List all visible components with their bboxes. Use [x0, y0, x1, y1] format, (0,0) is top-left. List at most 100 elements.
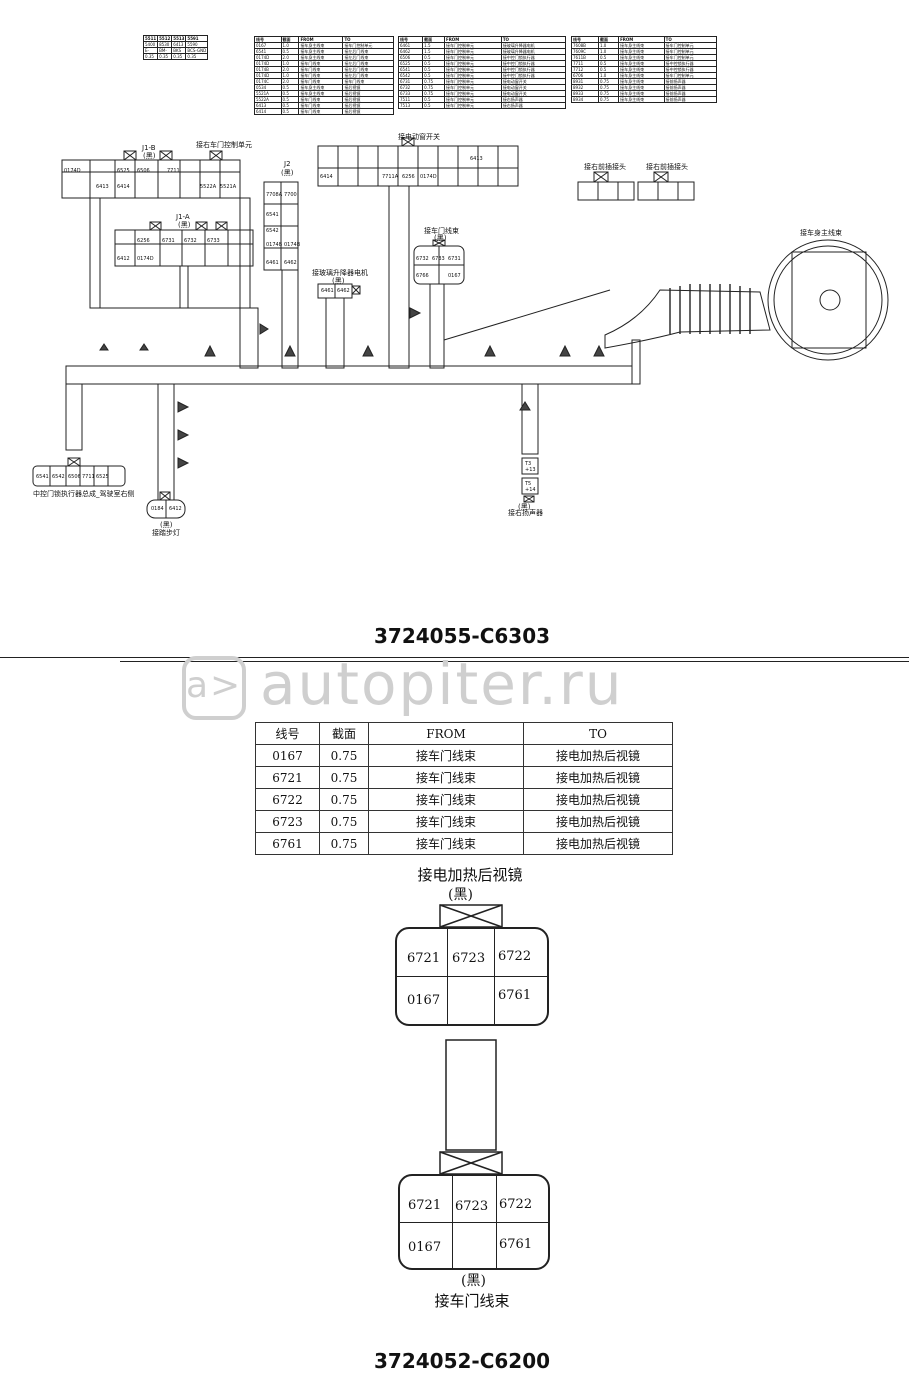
watermark: a>autopiter.ru: [182, 650, 623, 720]
door-harness-pin: 0167: [448, 273, 461, 279]
j1a-color-label: (黑): [178, 221, 191, 229]
switch-pin: 6256: [402, 174, 415, 180]
j1b-pin: 0174D: [64, 168, 81, 174]
j1b-pin: 5521A: [220, 184, 237, 190]
connector-pin: 0167: [407, 993, 441, 1008]
wire-table-cell: 接前扬声器: [663, 96, 718, 103]
code-table-cell: 0.35: [171, 53, 187, 60]
j2-color-label: (黑): [281, 169, 294, 177]
j1b-label: J1-B: [142, 144, 156, 152]
watermark-text: autopiter.ru: [260, 650, 624, 718]
separator-line: [0, 657, 909, 658]
watermark-logo-icon: a>: [182, 655, 246, 720]
lock-pin: 6525: [96, 474, 109, 480]
j1b-color-label: (黑): [143, 152, 156, 160]
j2-label: J2: [284, 160, 291, 168]
lock-pin: 6542: [52, 474, 65, 480]
lock-actuator-label: 中控门锁执行器总成_驾驶室右侧: [33, 490, 135, 498]
connector-pin: 6722: [499, 1197, 533, 1212]
connector-pin: 6723: [452, 951, 486, 966]
lower-table-cell: 0.75: [319, 744, 369, 767]
j1b-pin: 6413: [96, 184, 109, 190]
connector-pin: 6761: [498, 988, 532, 1003]
connector-pin: 0167: [408, 1240, 442, 1255]
footlamp-color-label: (黑): [160, 521, 173, 529]
lock-pin: 7711: [82, 474, 95, 480]
window-switch-label: 接电动窗开关: [398, 133, 440, 141]
speaker-pin: +13: [525, 467, 536, 473]
top-mirror-connector: 6721 6723 6722 0167 6761: [395, 927, 549, 1026]
top-connector-title: 接电加热后视镜: [417, 866, 523, 884]
speaker-pin: T5: [525, 481, 532, 487]
j1a-pin: 6412: [117, 256, 130, 262]
door-harness-pin: 6731: [448, 256, 461, 262]
door-harness-pin: 6733: [432, 256, 445, 262]
code-table-cell: 0.35: [185, 53, 209, 60]
lock-pin: 6541: [36, 474, 49, 480]
footlamp-pin: 6412: [169, 506, 182, 512]
body-main-label: 接车身主线束: [800, 229, 842, 237]
harness-drawing: [32, 137, 889, 519]
bottom-harness-connector: 6721 6723 6722 0167 6761: [398, 1174, 550, 1270]
lifter-motor-label: 接玻璃升降器电机: [312, 269, 368, 277]
bottom-connector-title: 接车门线束: [434, 1292, 510, 1310]
j2-pin: 6462: [284, 260, 297, 266]
door-control-unit-label: 接右车门控制单元: [196, 141, 252, 149]
wire-table-cell: 0.75: [597, 96, 620, 103]
top-connector-color: (黑): [448, 887, 473, 903]
switch-pin: 0174D: [420, 174, 437, 180]
j1b-pin: 7711: [167, 168, 180, 174]
wire-table-cell: 7513: [397, 102, 424, 109]
j2-pin: 0174B: [266, 242, 283, 248]
door-harness-pin: 6732: [416, 256, 429, 262]
wire-table-cell: 接车门线束: [298, 108, 344, 115]
j1a-pin: 0174D: [137, 256, 154, 262]
lifter-pin: 6462: [337, 288, 350, 294]
lower-table-cell: 接车门线束: [368, 788, 524, 811]
j1b-pin: 6525: [117, 168, 130, 174]
connector-pin: 6761: [499, 1237, 533, 1252]
footlamp-label: 接踏步灯: [152, 529, 180, 537]
lower-table-cell: 6761: [255, 832, 320, 855]
connector-pin: 6721: [408, 1198, 442, 1213]
j2-pin: 6541: [266, 212, 279, 218]
lower-table-cell: 接电加热后视镜: [523, 766, 673, 789]
door-harness-label: 接车门线束: [424, 227, 459, 235]
j2-pin: 7700: [284, 192, 297, 198]
switch-pin: 7711A: [382, 174, 399, 180]
separator-line: [120, 661, 909, 662]
lifter-pin: 6461: [321, 288, 334, 294]
j1a-label: J1-A: [176, 213, 190, 221]
j1a-pin: 6256: [137, 238, 150, 244]
lower-table-cell: 接电加热后视镜: [523, 832, 673, 855]
lower-table-cell: 0.75: [319, 766, 369, 789]
bottom-connector-color: (黑): [461, 1273, 486, 1289]
connector-pin: 6723: [455, 1199, 489, 1214]
speaker-color-label: (黑): [518, 503, 531, 511]
wire-table-cell: 接右扬声器: [500, 102, 567, 109]
lower-table-cell: 接电加热后视镜: [523, 810, 673, 833]
j1a-pin: 6731: [162, 238, 175, 244]
upper-part-number: 3724055-C6303: [374, 624, 551, 648]
j1a-pin: 6732: [184, 238, 197, 244]
door-harness-pin: 6766: [416, 273, 429, 279]
speaker-pin: +14: [525, 487, 536, 493]
door-harness-color-label: (黑): [434, 234, 447, 242]
